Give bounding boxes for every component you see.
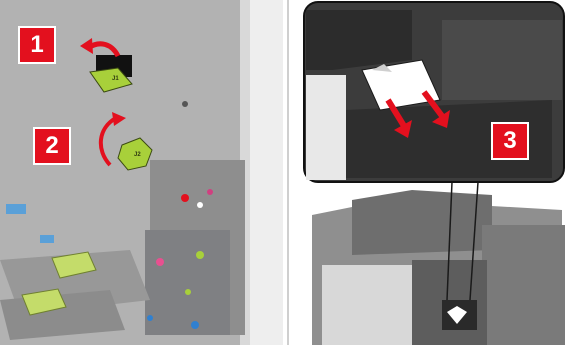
output-tray-illustration xyxy=(292,0,565,345)
lever-tag-label: J1 xyxy=(112,76,119,82)
panel-divider xyxy=(287,0,289,345)
step-1-badge: 1 xyxy=(18,26,56,64)
output-tray-panel: 3 xyxy=(292,0,565,345)
step-3-badge: 3 xyxy=(491,122,529,160)
knob-tag-label: J2 xyxy=(134,152,141,158)
printer-interior-panel: 1 2 J1 J2 xyxy=(0,0,283,345)
step-2-badge: 2 xyxy=(33,127,71,165)
